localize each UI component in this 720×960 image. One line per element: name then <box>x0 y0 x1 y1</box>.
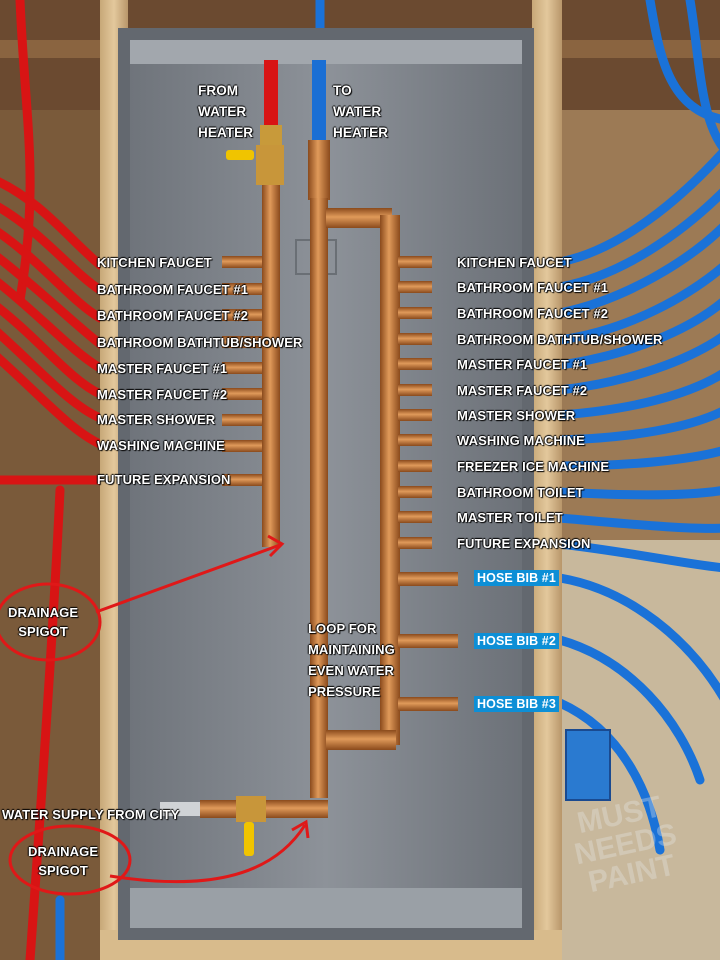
hot-line-label: WASHING MACHINE <box>97 438 225 453</box>
hot-line-label: KITCHEN FAUCET <box>97 255 212 270</box>
hose-bib-label: HOSE BIB #1 <box>474 570 559 586</box>
hot-line-label: BATHROOM BATHTUB/SHOWER <box>97 335 303 350</box>
cold-line-label: BATHROOM FAUCET #1 <box>457 280 609 295</box>
cold-line-label: FREEZER ICE MACHINE <box>457 459 610 474</box>
hot-line-label: BATHROOM FAUCET #1 <box>97 282 249 297</box>
cold-line-label: BATHROOM FAUCET #2 <box>457 306 609 321</box>
loop-note: LOOP FOR MAINTAINING EVEN WATER PRESSURE <box>308 621 395 699</box>
to-water-heater-label: TO WATER HEATER <box>333 83 389 140</box>
hot-line-label: MASTER SHOWER <box>97 412 216 427</box>
cold-line-label: MASTER TOILET <box>457 510 563 525</box>
hot-line-label: MASTER FAUCET #2 <box>97 387 228 402</box>
drainage-spigot-label-top: DRAINAGE SPIGOT <box>8 605 79 639</box>
cold-line-label: MASTER FAUCET #1 <box>457 357 588 372</box>
cold-line-label: MASTER FAUCET #2 <box>457 383 588 398</box>
cold-line-label: BATHROOM TOILET <box>457 485 584 500</box>
cold-line-label: BATHROOM BATHTUB/SHOWER <box>457 332 663 347</box>
hose-bib-label: HOSE BIB #2 <box>474 633 559 649</box>
drainage-spigot-label-bottom: DRAINAGE SPIGOT <box>28 844 99 878</box>
from-water-heater-label: FROM WATER HEATER <box>198 83 254 140</box>
cold-line-label: KITCHEN FAUCET <box>457 255 572 270</box>
cold-line-label: WASHING MACHINE <box>457 433 585 448</box>
hot-line-label: FUTURE EXPANSION <box>97 472 231 487</box>
city-supply-label: WATER SUPPLY FROM CITY <box>2 807 180 822</box>
cold-line-label: FUTURE EXPANSION <box>457 536 591 551</box>
hot-line-label: MASTER FAUCET #1 <box>97 361 228 376</box>
hose-bib-label: HOSE BIB #3 <box>474 696 559 712</box>
cold-line-label: MASTER SHOWER <box>457 408 576 423</box>
hot-line-label: BATHROOM FAUCET #2 <box>97 308 249 323</box>
